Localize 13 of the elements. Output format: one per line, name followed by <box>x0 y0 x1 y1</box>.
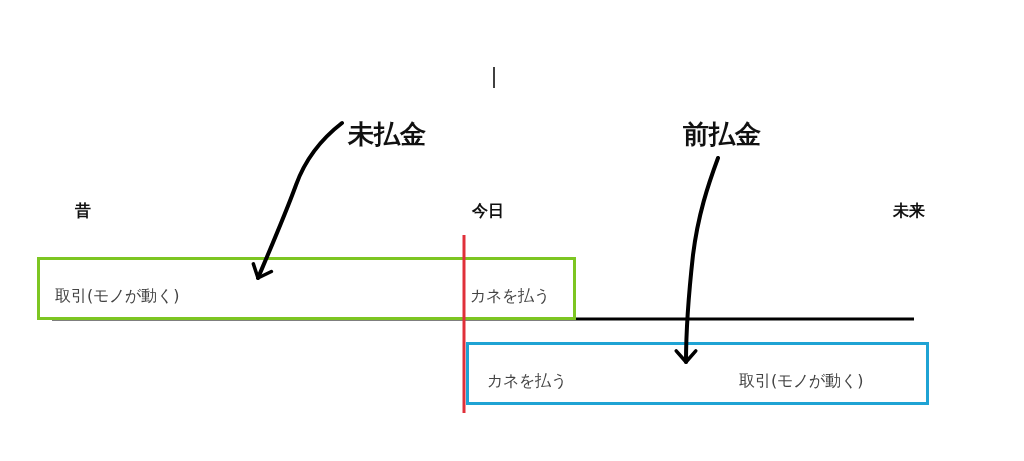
transaction-box <box>466 342 929 405</box>
box-text: 取引(モノが動く) <box>55 286 180 306</box>
box-text: カネを払う <box>470 286 550 306</box>
leader-arrow <box>251 121 344 280</box>
timeline-label: 未来 <box>893 201 925 221</box>
timeline-label: 今日 <box>472 201 504 221</box>
transaction-box <box>37 257 576 320</box>
callout-text: 前払金 <box>683 118 761 150</box>
box-text: 取引(モノが動く) <box>739 371 864 391</box>
box-text: カネを払う <box>487 371 567 391</box>
leader-arrow <box>674 156 720 364</box>
timeline-label: 昔 <box>75 201 91 221</box>
callout-text: 未払金 <box>348 118 426 150</box>
